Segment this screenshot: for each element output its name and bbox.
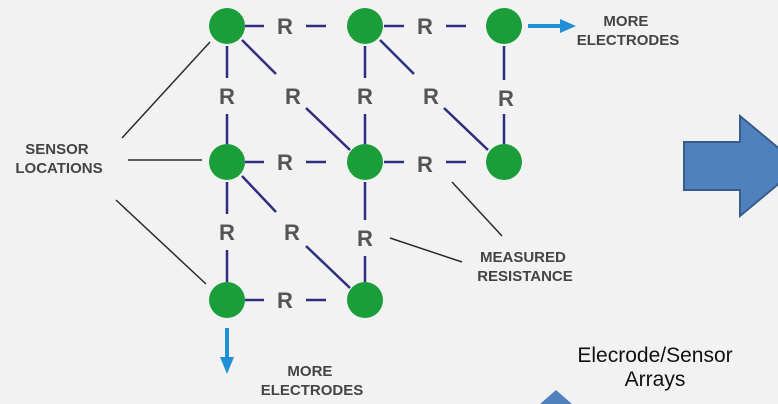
large-block-arrow-icon bbox=[683, 113, 778, 219]
electrode-node bbox=[486, 8, 522, 44]
resistor-label: R bbox=[277, 150, 293, 175]
caption-line2: Arrays bbox=[624, 368, 686, 391]
more-electrodes-bottom-line1: MORE bbox=[287, 363, 332, 380]
array-caption: Elecrode/Sensor Arrays bbox=[520, 344, 778, 392]
electrode-nodes bbox=[209, 8, 522, 318]
electrode-node bbox=[347, 144, 383, 180]
resistor-label: R bbox=[285, 84, 301, 109]
resistor-label: R bbox=[277, 288, 293, 313]
resistor-label: R bbox=[357, 84, 373, 109]
electrode-node bbox=[486, 144, 522, 180]
network-wires bbox=[225, 24, 506, 302]
electrode-node bbox=[209, 8, 245, 44]
measured-resistance-line1: MEASURED bbox=[480, 249, 566, 266]
resistor-label: R bbox=[277, 14, 293, 39]
down-arrow-icon bbox=[220, 328, 234, 374]
sensor-locations-line1: SENSOR bbox=[25, 141, 89, 158]
resistor-label: R bbox=[417, 14, 433, 39]
electrode-node bbox=[209, 282, 245, 318]
measured-resistance-label: MEASURED RESISTANCE bbox=[477, 249, 573, 285]
electrode-node bbox=[209, 144, 245, 180]
pointer-line-resistance-lower bbox=[389, 237, 463, 263]
more-electrodes-bottom-label: MORE ELECTRODES bbox=[261, 363, 364, 399]
resistor-label: R bbox=[423, 84, 439, 109]
resistor-labels: R R R R R R R R R R R R R bbox=[219, 14, 514, 313]
sensor-locations-line2: LOCATIONS bbox=[15, 160, 102, 177]
resistor-label: R bbox=[219, 220, 235, 245]
more-electrodes-bottom-line2: ELECTRODES bbox=[261, 382, 364, 399]
resistor-label: R bbox=[417, 152, 433, 177]
pointer-line-resistance-upper bbox=[451, 181, 503, 237]
right-arrow-icon bbox=[528, 19, 576, 33]
more-electrodes-right-label: MORE ELECTRODES bbox=[577, 13, 680, 49]
resistor-label: R bbox=[498, 86, 514, 111]
electrode-node bbox=[347, 8, 383, 44]
resistor-label: R bbox=[284, 220, 300, 245]
more-electrodes-right-line1: MORE bbox=[603, 13, 648, 30]
more-electrodes-right-line2: ELECTRODES bbox=[577, 32, 680, 49]
pointer-lines bbox=[115, 41, 503, 285]
sensor-locations-label: SENSOR LOCATIONS bbox=[15, 141, 102, 177]
caption-line1: Elecrode/Sensor bbox=[577, 344, 733, 367]
measured-resistance-line2: RESISTANCE bbox=[477, 268, 573, 285]
pointer-line-sensor-top bbox=[121, 41, 211, 139]
pointer-line-sensor-bottom bbox=[115, 199, 207, 285]
electrode-node bbox=[347, 282, 383, 318]
small-arrow-tip-icon bbox=[540, 390, 572, 404]
resistor-label: R bbox=[357, 226, 373, 251]
resistor-label: R bbox=[219, 84, 235, 109]
